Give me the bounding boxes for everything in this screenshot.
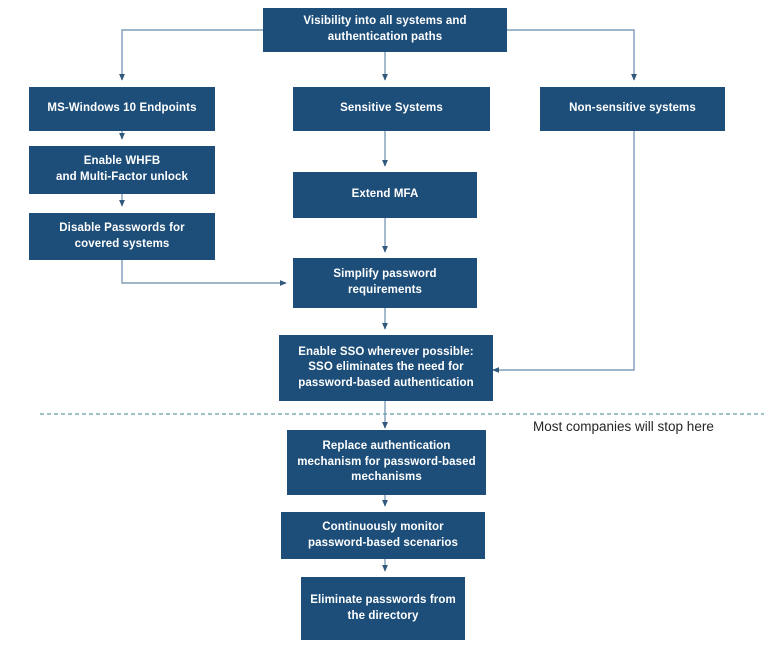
node-ms-windows-endpoints[interactable]: MS-Windows 10 Endpoints [29, 87, 215, 131]
node-disable-passwords-label: Disable Passwords for covered systems [35, 221, 209, 252]
line-1: Sensitive Systems [340, 102, 443, 115]
node-enable-whfb[interactable]: Enable WHFB and Multi-Factor unlock [29, 146, 215, 194]
line-1: MS-Windows 10 Endpoints [47, 102, 197, 115]
line-2: SSO eliminates the need for [308, 361, 464, 374]
node-continuously-monitor-label: Continuously monitor password-based scen… [287, 520, 479, 551]
line-3: password-based authentication [298, 376, 474, 389]
node-enable-sso[interactable]: Enable SSO wherever possible: SSO elimin… [279, 335, 493, 401]
line-1: Non-sensitive systems [569, 102, 696, 115]
node-extend-mfa-label: Extend MFA [299, 187, 471, 203]
line-1: Extend MFA [351, 188, 419, 201]
node-non-sensitive-systems-label: Non-sensitive systems [546, 101, 719, 117]
node-non-sensitive-systems[interactable]: Non-sensitive systems [540, 87, 725, 131]
node-extend-mfa[interactable]: Extend MFA [293, 172, 477, 218]
line-1: Enable WHFB [83, 155, 161, 168]
node-enable-whfb-label: Enable WHFB and Multi-Factor unlock [35, 154, 209, 185]
line-1: Simplify password [333, 268, 437, 281]
line-1: Replace authentication [322, 440, 451, 453]
node-sensitive-systems[interactable]: Sensitive Systems [293, 87, 490, 131]
line-1: Disable Passwords for [59, 221, 185, 234]
line-2: the directory [347, 609, 419, 622]
node-simplify-password-requirements[interactable]: Simplify password requirements [293, 258, 477, 308]
line-3: mechanisms [351, 471, 422, 484]
link-visibility-to-ms-windows [119, 29, 263, 81]
node-sensitive-systems-label: Sensitive Systems [299, 101, 484, 117]
link-non-sensitive-to-sso [492, 131, 635, 373]
node-disable-passwords[interactable]: Disable Passwords for covered systems [29, 213, 215, 260]
node-simplify-label: Simplify password requirements [299, 267, 471, 298]
node-eliminate-passwords-label: Eliminate passwords from the directory [307, 593, 459, 624]
line-2: and Multi-Factor unlock [56, 171, 188, 183]
node-continuously-monitor[interactable]: Continuously monitor password-based scen… [281, 512, 485, 559]
line-1: Visibility into all systems and [303, 15, 467, 28]
line-1: Enable SSO wherever possible: [298, 345, 474, 358]
node-eliminate-passwords[interactable]: Eliminate passwords from the directory [301, 577, 465, 640]
line-1: Eliminate passwords from [310, 593, 456, 606]
node-visibility-label: Visibility into all systems and authenti… [269, 14, 501, 45]
link-visibility-to-non-sensitive [507, 29, 637, 81]
line-2: covered systems [74, 237, 170, 250]
node-ms-windows-label: MS-Windows 10 Endpoints [35, 101, 209, 117]
link-disable-pw-to-simplify [121, 260, 287, 286]
node-replace-authentication[interactable]: Replace authentication mechanism for pas… [287, 430, 486, 495]
line-1: Continuously monitor [322, 520, 444, 533]
annotation-most-companies-stop-here: Most companies will stop here [533, 419, 714, 434]
line-2: authentication paths [327, 31, 443, 43]
node-visibility[interactable]: Visibility into all systems and authenti… [263, 8, 507, 52]
line-2: password-based scenarios [307, 536, 459, 549]
node-replace-authentication-label: Replace authentication mechanism for pas… [293, 439, 480, 486]
node-enable-sso-label: Enable SSO wherever possible: SSO elimin… [285, 345, 487, 392]
line-2: mechanism for password-based [297, 455, 476, 468]
line-2: requirements [347, 284, 423, 296]
